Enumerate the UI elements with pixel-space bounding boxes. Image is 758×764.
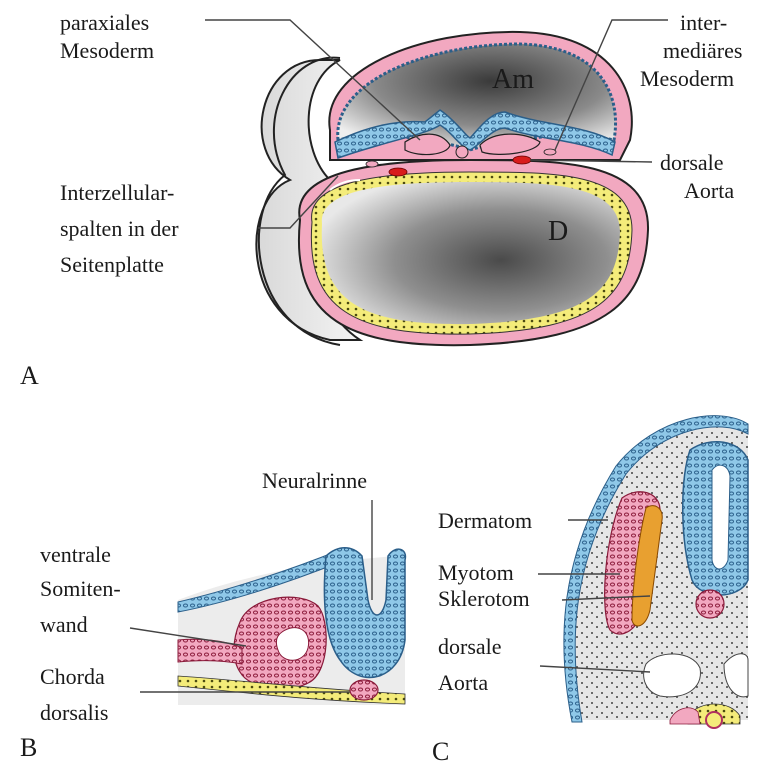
label-spaces-line1: Interzellular- <box>60 180 174 205</box>
label-intermediate-line2: mediäres <box>663 38 742 63</box>
c-neural-canal <box>712 465 730 569</box>
b-somite-cavity <box>276 628 308 661</box>
dorsal-aorta-right <box>513 156 531 164</box>
label-aorta-a-line2: Aorta <box>684 178 734 203</box>
label-intermediate-line3: Mesoderm <box>640 66 734 91</box>
c-dorsal-aorta-cavity <box>644 654 701 697</box>
panel-letter-b: B <box>20 733 37 762</box>
panel-letter-a: A <box>20 361 39 390</box>
panel-c: Dermatom Myotom Sklerotom dorsale Aorta … <box>432 416 748 764</box>
yolk-sac-cavity <box>322 182 620 324</box>
notochord-a <box>456 146 468 158</box>
label-neuralrinne: Neuralrinne <box>262 468 367 493</box>
panel-b: Neuralrinne ventrale Somiten- wand Chord… <box>20 468 405 762</box>
label-ventral-line3: wand <box>40 612 88 637</box>
amnion-label: Am <box>492 64 534 95</box>
label-spaces-line3: Seitenplatte <box>60 252 164 277</box>
label-chorda-line2: dorsalis <box>40 700 108 725</box>
label-aorta-c-line2: Aorta <box>438 670 488 695</box>
intermediate-mesoderm-knot-left <box>366 161 378 167</box>
c-notochord <box>696 590 724 618</box>
yolk-sac-label: D <box>548 216 568 247</box>
intermediate-mesoderm-knot-right <box>544 149 556 155</box>
label-aorta-c-line1: dorsale <box>438 634 502 659</box>
label-myotom: Myotom <box>438 560 514 585</box>
label-paraxial-line2: Mesoderm <box>60 38 154 63</box>
label-chorda-line1: Chorda <box>40 664 105 689</box>
label-dermatom: Dermatom <box>438 508 532 533</box>
label-spaces-line2: spalten in der <box>60 216 179 241</box>
panel-letter-c: C <box>432 737 449 764</box>
panel-a: Am D paraxiales Mesoderm inter- mediäres… <box>20 10 742 390</box>
label-sklerotom: Sklerotom <box>438 586 530 611</box>
label-ventral-line2: Somiten- <box>40 576 121 601</box>
dorsal-aorta-left <box>389 168 407 176</box>
b-notochord <box>350 680 378 700</box>
label-intermediate-line1: inter- <box>680 10 727 35</box>
label-paraxial-line1: paraxiales <box>60 10 149 35</box>
c-gut-core <box>706 712 722 728</box>
label-aorta-a-line1: dorsale <box>660 150 724 175</box>
label-ventral-line1: ventrale <box>40 542 111 567</box>
